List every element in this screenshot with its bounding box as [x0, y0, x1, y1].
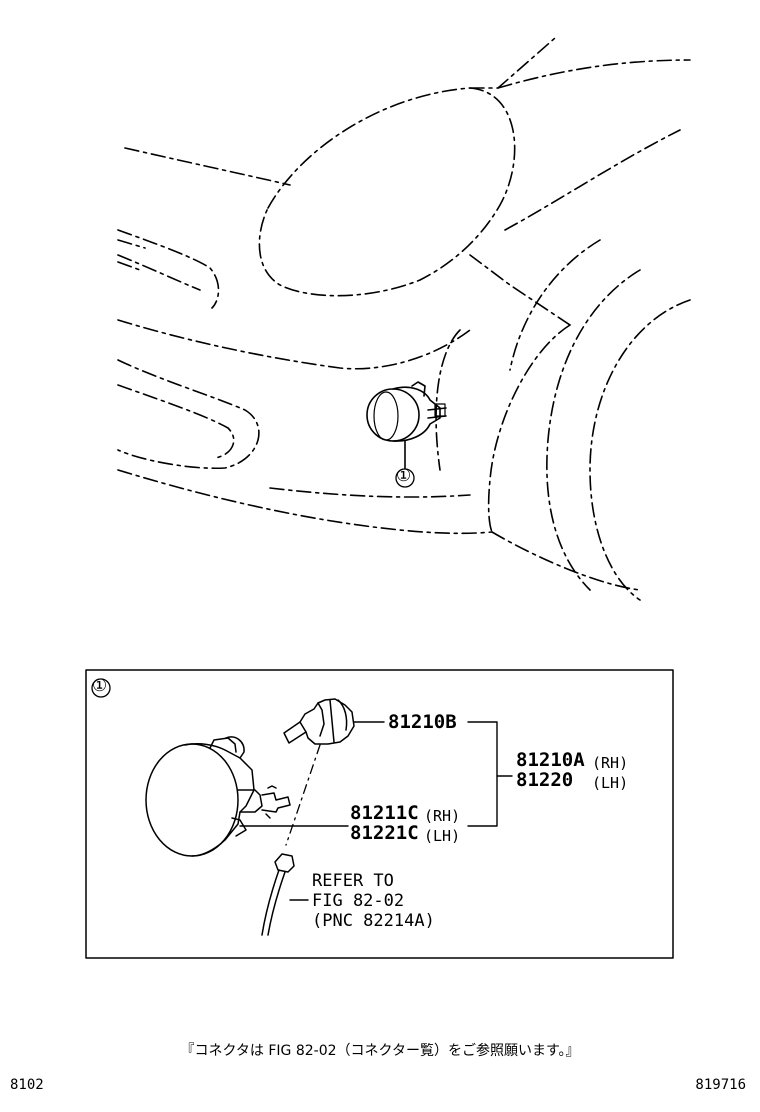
part-side-housing-lh: (LH)	[424, 827, 461, 845]
part-label-housing-rh: 81211C	[350, 802, 419, 824]
part-label-assembly-lh: 81220	[516, 769, 574, 791]
wheel-arch-inner	[546, 269, 641, 591]
bumper-upper	[117, 319, 471, 370]
part-side-assembly-rh: (RH)	[592, 754, 629, 772]
hood-edge	[124, 147, 291, 186]
connector-plug	[261, 853, 295, 936]
bulb-detail	[283, 698, 355, 745]
part-label-bulb: 81210B	[388, 711, 457, 733]
hood-line	[469, 37, 556, 89]
fender-line-2	[509, 239, 601, 371]
lamp-lens	[145, 743, 239, 857]
connector-reference-note: 『コネクタは FIG 82-02（コネクター覧）をご参照願います。』	[180, 1043, 580, 1059]
fog-lamp-detail	[145, 736, 291, 857]
lower-recess	[117, 359, 260, 470]
callout-circle	[395, 468, 415, 488]
bumper-lower-2	[269, 487, 471, 498]
bumper-lower	[117, 469, 493, 535]
grille-bottom	[117, 254, 201, 291]
leader-lines	[239, 721, 513, 901]
fender-top	[504, 129, 681, 231]
lower-recess-inner	[117, 384, 235, 459]
tire-line	[589, 299, 691, 601]
detail-marker-circle	[91, 678, 111, 698]
detail-marker: ①	[92, 676, 108, 696]
grille-top	[117, 229, 220, 309]
part-label-assembly-rh: 81210A	[516, 749, 585, 771]
refer-line-1: REFER TO	[312, 871, 394, 891]
fog-recess	[435, 329, 461, 471]
upper-body-line	[497, 59, 691, 89]
callout-marker: ①	[396, 466, 412, 486]
page-code-left: 8102	[10, 1077, 44, 1093]
page-code-right: 819716	[695, 1077, 746, 1093]
fog-lamp-installed	[366, 381, 447, 442]
refer-line-2: FIG 82-02	[312, 891, 405, 911]
fender-seam	[469, 254, 571, 326]
wheel-arch-outer	[487, 324, 571, 533]
bulb-connector-dashed	[285, 744, 321, 846]
vehicle-front-illustration	[117, 37, 691, 601]
detail-box	[85, 669, 674, 959]
refer-line-3: (PNC 82214A)	[312, 911, 435, 931]
part-side-assembly-lh: (LH)	[592, 774, 629, 792]
side-sill	[491, 531, 641, 591]
grille-slat	[117, 239, 146, 271]
part-label-housing-lh: 81221C	[350, 822, 419, 844]
part-side-housing-rh: (RH)	[424, 807, 461, 825]
headlamp-outline	[258, 87, 516, 297]
